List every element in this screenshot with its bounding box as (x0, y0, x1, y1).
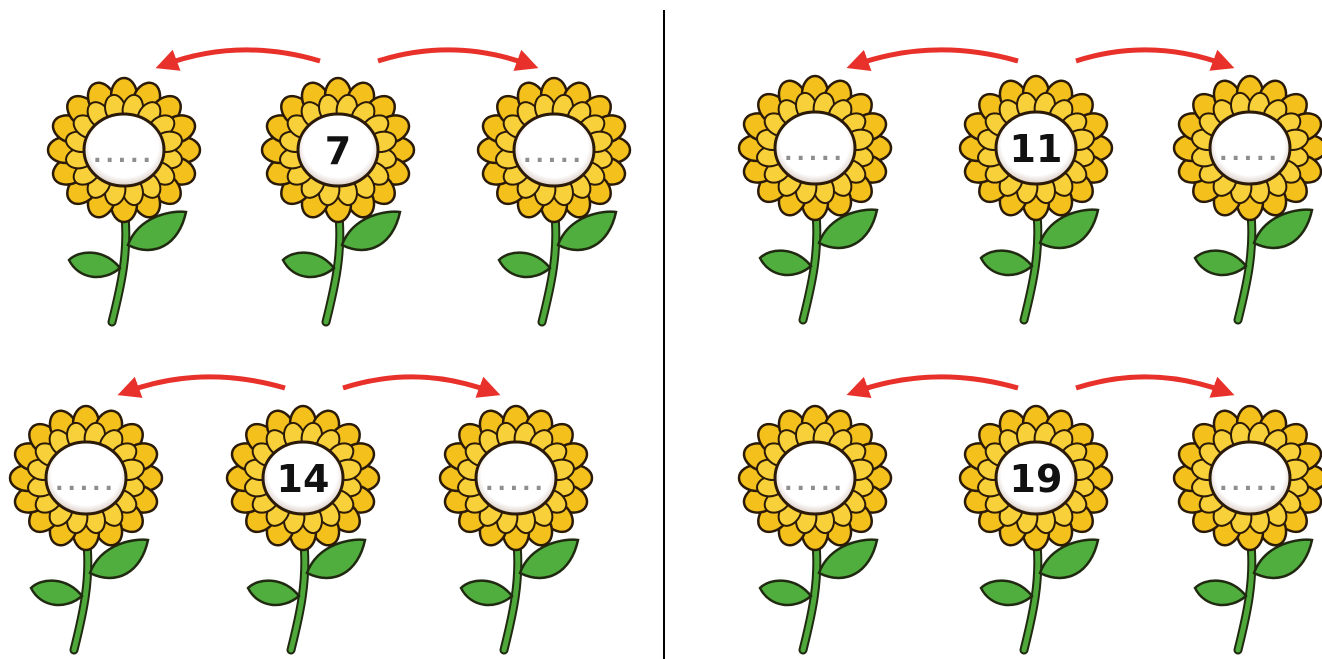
flower-number: 7 (262, 78, 414, 322)
flower-blank: ..... (1174, 406, 1322, 650)
flower-blank: ..... (10, 406, 162, 650)
answer-blank: ..... (1219, 471, 1281, 496)
flower-blank: ..... (1174, 76, 1322, 320)
leaf-left (981, 581, 1032, 605)
curved-arrow-right-icon (378, 50, 530, 65)
leaf-left (981, 251, 1032, 275)
answer-blank: ..... (485, 471, 547, 496)
leaf-right (90, 540, 148, 578)
answer-blank: ..... (55, 471, 117, 496)
curved-arrow-right-icon (1076, 377, 1226, 392)
leaf-left (69, 253, 120, 277)
flower-number: 14 (227, 406, 379, 650)
flower-blank: ..... (739, 76, 891, 320)
flower-blank: ..... (478, 78, 630, 322)
leaf-left (461, 581, 512, 605)
leaf-left (1195, 581, 1246, 605)
leaf-left (760, 581, 811, 605)
answer-blank: ..... (93, 143, 155, 168)
given-number: 14 (277, 457, 330, 501)
answer-blank: ..... (523, 143, 585, 168)
given-number: 11 (1010, 127, 1063, 171)
flower-number: 11 (960, 76, 1112, 320)
given-number: 7 (325, 129, 351, 173)
leaf-right (128, 212, 186, 250)
exercise-group: ..... 19..... (739, 377, 1322, 650)
exercise-group: ..... 7..... (48, 50, 630, 322)
curved-arrow-left-icon (126, 377, 285, 392)
exercise-group: ..... 14..... (10, 377, 592, 650)
flower-blank: ..... (48, 78, 200, 322)
leaf-left (248, 581, 299, 605)
leaf-left (31, 581, 82, 605)
curved-arrow-left-icon (164, 50, 320, 65)
answer-blank: ..... (784, 141, 846, 166)
exercises: ..... 7.......... 11.......... 14..........… (10, 50, 1322, 650)
answer-blank: ..... (784, 471, 846, 496)
leaf-right (819, 210, 877, 248)
leaf-left (1195, 251, 1246, 275)
given-number: 19 (1010, 457, 1063, 501)
leaf-right (1040, 540, 1098, 578)
answer-blank: ..... (1219, 141, 1281, 166)
leaf-right (520, 540, 578, 578)
curved-arrow-left-icon (855, 50, 1018, 65)
leaf-right (558, 212, 616, 250)
leaf-right (819, 540, 877, 578)
exercise-group: ..... 11..... (739, 50, 1322, 320)
flower-blank: ..... (440, 406, 592, 650)
leaf-left (760, 251, 811, 275)
flower-blank: ..... (739, 406, 891, 650)
leaf-right (342, 212, 400, 250)
curved-arrow-right-icon (1076, 50, 1226, 65)
flower-number: 19 (960, 406, 1112, 650)
leaf-right (1254, 540, 1312, 578)
leaf-right (307, 540, 365, 578)
curved-arrow-left-icon (855, 377, 1018, 392)
leaf-left (283, 253, 334, 277)
leaf-right (1254, 210, 1312, 248)
curved-arrow-right-icon (343, 377, 492, 392)
leaf-right (1040, 210, 1098, 248)
leaf-left (499, 253, 550, 277)
